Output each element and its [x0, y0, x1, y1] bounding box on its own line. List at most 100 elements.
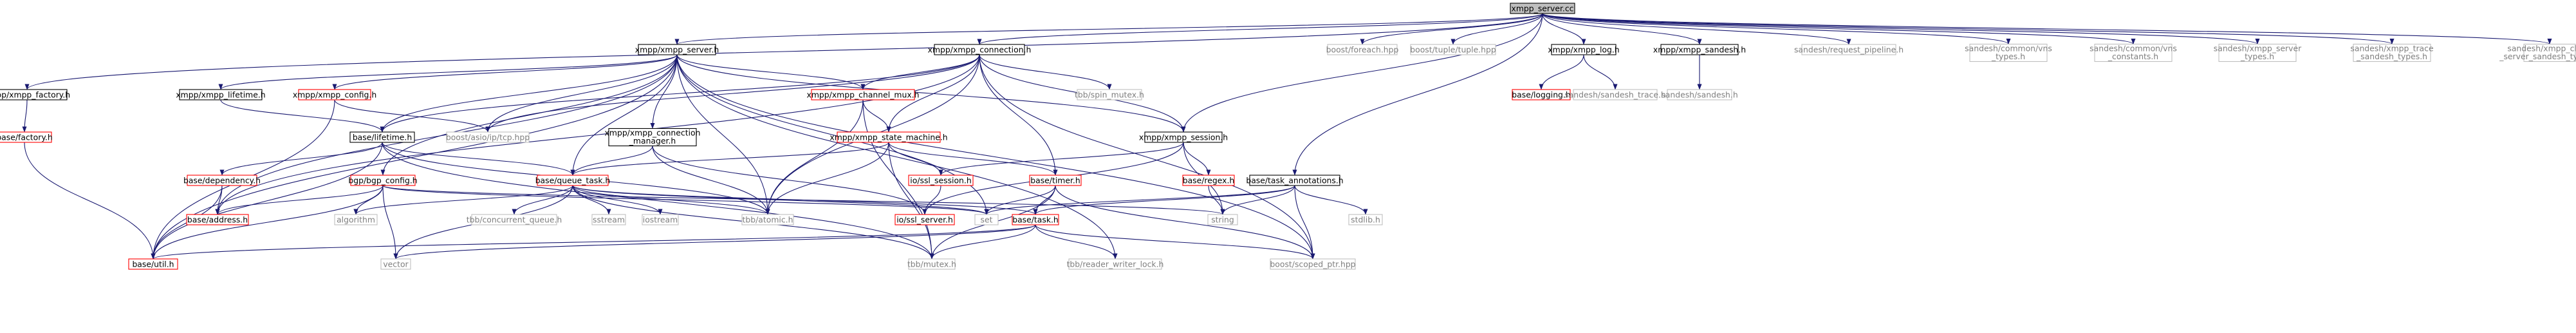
edge-xmpp_server_h-to-base_util	[151, 54, 678, 260]
node-xmpp_server_cc[interactable]: xmpp_server.cc	[1510, 3, 1575, 14]
node-base_task[interactable]: base/task.h	[1012, 214, 1059, 225]
node-box	[1249, 175, 1340, 186]
edge-xmpp_connection_h-to-boost_asio_tcp	[485, 54, 980, 133]
node-box	[908, 258, 956, 270]
edge-base_queue_task-to-set	[572, 185, 989, 215]
edge-xmpp_server_h-to-xmpp_conn_mgr_h	[650, 54, 678, 129]
edge-xmpp_connection_h-to-base_address	[215, 54, 980, 215]
edge-base_timer-to-set	[984, 185, 1056, 215]
edge-base_queue_task-to-tbb_atomic	[572, 185, 770, 215]
node-label: tbb/mutex.h	[907, 259, 956, 269]
node-box	[1207, 214, 1238, 225]
node-box	[2094, 43, 2173, 62]
node-label: boost/foreach.hpp	[1326, 44, 1399, 54]
edge-xmpp_server_cc-to-xmpp_server_h	[674, 13, 1543, 45]
node-xmpp_server_types: sandesh/xmpp_server_types.h	[2214, 44, 2302, 62]
node-xmpp_log_h[interactable]: xmpp/xmpp_log.h	[1548, 44, 1620, 55]
node-label: sandesh/sandesh_trace.h	[1564, 90, 1666, 99]
node-xmpp_lifetime_h[interactable]: xmpp/xmpp_lifetime.h	[176, 89, 266, 100]
edge-bgp_config-to-vector	[382, 185, 398, 260]
node-base_timer[interactable]: base/timer.h	[1029, 175, 1082, 186]
node-box	[642, 214, 679, 225]
edge-xmpp_server_cc-to-xmpp_server_types	[1542, 13, 2260, 44]
edge-bgp_config-to-base_address	[215, 185, 384, 215]
edge-base_timer-to-boost_scoped_ptr	[1055, 185, 1315, 260]
node-box	[186, 214, 249, 225]
node-xmpp_session_h[interactable]: xmpp/xmpp_session.h	[1139, 131, 1228, 143]
node-box	[811, 89, 915, 100]
node-label: algorithm	[337, 214, 375, 224]
edge-xmpp_server_h-to-xmpp_channel_mux_h	[676, 54, 866, 90]
edge-xmpp_session_h-to-io_ssl_session	[938, 142, 1184, 176]
edge-base_task-to-tbb_rw_lock	[1035, 224, 1118, 260]
edge-xmpp_server_h-to-bgp_config	[380, 54, 678, 176]
edge-base_lifetime_h-to-base_util	[151, 142, 383, 260]
node-label: base/address.h	[187, 214, 248, 224]
node-base_regex[interactable]: base/regex.h	[1182, 175, 1235, 186]
node-tbb_spin_mutex: tbb/spin_mutex.h	[1075, 89, 1144, 100]
node-label: sandesh/common/vns	[2090, 44, 2177, 53]
node-vector: vector	[380, 258, 411, 270]
node-label: bgp/bgp_config.h	[348, 175, 417, 185]
node-label: xmpp/xmpp_server.h	[635, 44, 719, 54]
node-box	[350, 175, 416, 186]
node-xmpp_server_h[interactable]: xmpp/xmpp_server.h	[635, 44, 719, 55]
edge-xmpp_server_h-to-boost_scoped_ptr	[676, 54, 1315, 260]
node-sandesh_h: sandesh/sandesh.h	[1661, 89, 1738, 100]
node-stdlib: stdlib.h	[1348, 214, 1383, 225]
node-label: stdlib.h	[1351, 214, 1380, 224]
edge-xmpp_server_cc-to-boost_foreach	[1360, 13, 1543, 45]
edge-xmpp_session_h-to-base_regex	[1183, 142, 1211, 176]
node-label: set	[981, 214, 993, 224]
node-box	[128, 258, 178, 270]
edge-xmpp_server_h-to-base_queue_task	[570, 54, 678, 176]
node-base_dependency[interactable]: base/dependency.h	[183, 175, 261, 186]
edge-xmpp_server_cc-to-xmpp_session_h	[1181, 13, 1543, 133]
node-sstream: sstream	[591, 214, 626, 225]
node-box	[1144, 131, 1223, 143]
node-io_ssl_server[interactable]: io/ssl_server.h	[894, 214, 955, 225]
edge-xmpp_server_h-to-base_lifetime_h	[380, 54, 678, 133]
node-label: _types.h	[1991, 52, 2025, 61]
edge-xmpp_server_h-to-boost_asio_tcp	[485, 54, 678, 133]
node-xmpp_connection_h[interactable]: xmpp/xmpp_connection.h	[928, 44, 1032, 55]
node-box	[537, 175, 609, 186]
node-label: xmpp/xmpp_log.h	[1548, 44, 1619, 54]
node-xmpp_config_h[interactable]: xmpp/xmpp_config.h	[293, 89, 376, 100]
node-box	[1068, 258, 1162, 270]
node-base_lifetime_h[interactable]: base/lifetime.h	[349, 131, 415, 143]
node-io_ssl_session[interactable]: io/ssl_session.h	[908, 175, 974, 186]
node-base_logging[interactable]: base/logging.h	[1512, 89, 1571, 100]
node-label: sandesh/xmpp_client	[2507, 44, 2576, 53]
node-label: iostream	[643, 214, 678, 224]
node-set: set	[974, 214, 999, 225]
node-base_util[interactable]: base/util.h	[128, 258, 178, 270]
node-sandesh_trace: sandesh/sandesh_trace.h	[1564, 89, 1666, 100]
node-box	[0, 89, 68, 100]
node-base_queue_task[interactable]: base/queue_task.h	[535, 175, 611, 186]
edge-base_task_annotations_h-to-string	[1220, 185, 1295, 215]
edge-xmpp_connection_h-to-base_timer	[979, 54, 1058, 176]
edge-xmpp_server_cc-to-xmpp_sandesh_h	[1542, 13, 1702, 45]
edge-xmpp_server_cc-to-xmpp_trace_types	[1542, 13, 2395, 44]
node-xmpp_client_types: sandesh/xmpp_client_server_sandesh_types…	[2499, 44, 2576, 62]
node-base_task_annotations_h[interactable]: base/task_annotations.h	[1246, 175, 1344, 186]
node-base_address[interactable]: base/address.h	[186, 214, 249, 225]
node-xmpp_channel_mux_h[interactable]: xmpp/xmpp_channel_mux.h	[807, 89, 920, 100]
node-xmpp_factory_h[interactable]: xmpp/xmpp_factory.h	[0, 89, 70, 100]
node-label: xmpp/xmpp_config.h	[293, 90, 376, 99]
node-label: base/util.h	[132, 259, 174, 269]
node-base_factory[interactable]: base/factory.h	[0, 131, 53, 143]
node-box	[894, 214, 955, 225]
node-xmpp_state_machine_h[interactable]: xmpp/xmpp_state_machine.h	[829, 131, 948, 143]
edge-base_task_annotations_h-to-boost_scoped_ptr	[1294, 185, 1315, 260]
node-bgp_config[interactable]: bgp/bgp_config.h	[348, 175, 418, 186]
node-xmpp_trace_types: sandesh/xmpp_trace_sandesh_types.h	[2350, 44, 2434, 62]
node-label: boost/asio/ip/tcp.hpp	[446, 132, 530, 142]
node-box	[741, 214, 794, 225]
node-label: xmpp_server.cc	[1512, 3, 1574, 13]
node-label: tbb/spin_mutex.h	[1075, 90, 1144, 99]
node-xmpp_sandesh_h[interactable]: xmpp/xmpp_sandesh.h	[1653, 44, 1746, 55]
node-xmpp_conn_mgr_h[interactable]: xmpp/xmpp_connection_manager.h	[605, 128, 701, 147]
edge-xmpp_server_cc-to-base_task_annotations_h	[1292, 13, 1543, 176]
